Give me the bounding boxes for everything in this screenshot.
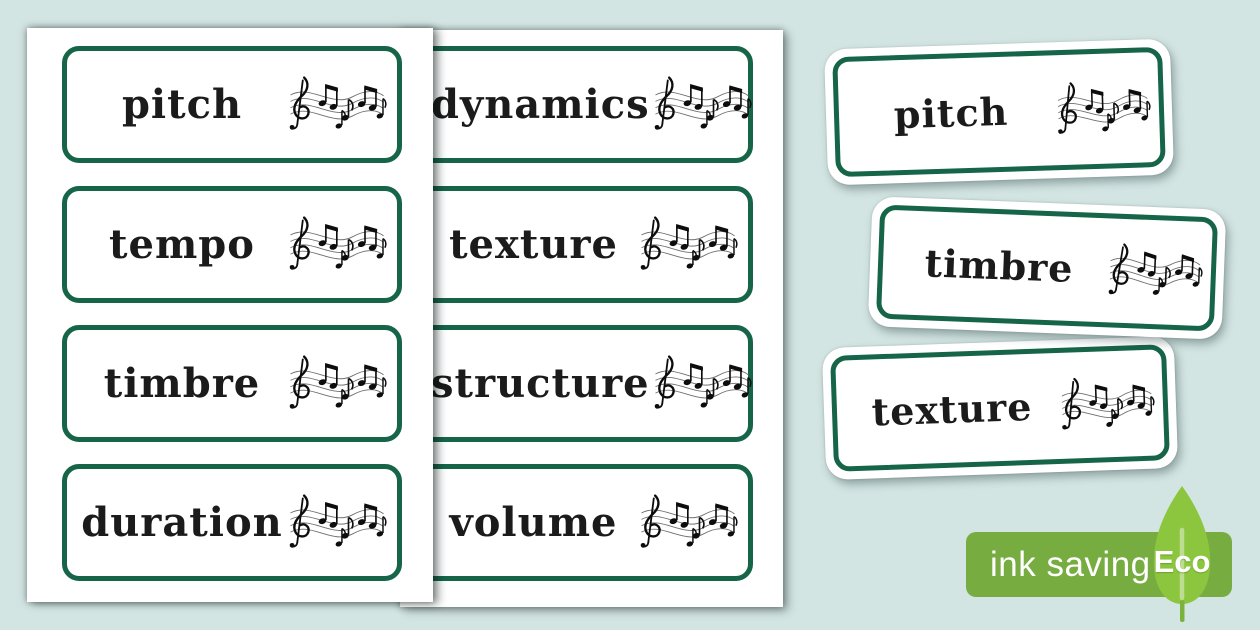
- music-notes-icon: [650, 72, 754, 138]
- word-card-label: timbre: [103, 359, 261, 407]
- music-notes-icon: [1052, 76, 1154, 141]
- music-notes-icon: [650, 351, 754, 417]
- eco-leaf-icon: [1153, 486, 1211, 622]
- music-notes-icon: [1104, 239, 1206, 305]
- page-left: pitch tempo timbre duration: [27, 28, 433, 602]
- page-right: dynamics texture structure volume: [400, 30, 783, 607]
- word-card-label: texture: [870, 383, 1034, 435]
- word-card-label: volume: [449, 498, 618, 546]
- word-card-structure: structure: [414, 325, 753, 442]
- word-card-timbre: timbre: [62, 325, 402, 442]
- word-card-texture: texture: [414, 186, 753, 303]
- eco-label: Eco: [1153, 544, 1211, 579]
- word-card-label: texture: [449, 220, 618, 268]
- music-notes-icon: [636, 212, 740, 278]
- word-card-label: pitch: [121, 80, 243, 128]
- word-card-label: timbre: [923, 240, 1075, 292]
- word-card-label: dynamics: [431, 80, 650, 128]
- music-notes-icon: [636, 490, 740, 556]
- ink-saving-eco-badge: ink saving Eco: [958, 484, 1250, 630]
- loose-word-card-timbre: timbre: [867, 196, 1227, 340]
- word-card-label: tempo: [109, 220, 255, 268]
- music-notes-icon: [285, 212, 389, 278]
- word-card-duration: duration: [62, 464, 402, 581]
- loose-word-card-texture: texture: [821, 335, 1179, 481]
- word-card-label: pitch: [893, 88, 1009, 138]
- word-card-volume: volume: [414, 464, 753, 581]
- word-card-label: duration: [81, 498, 283, 546]
- word-card-tempo: tempo: [62, 186, 402, 303]
- music-notes-icon: [285, 351, 389, 417]
- music-notes-icon: [1056, 372, 1158, 437]
- ink-saving-label: ink saving: [990, 544, 1151, 584]
- music-notes-icon: [285, 72, 389, 138]
- loose-word-card-pitch: pitch: [823, 38, 1175, 186]
- music-notes-icon: [285, 490, 389, 556]
- word-card-pitch: pitch: [62, 46, 402, 163]
- word-card-dynamics: dynamics: [414, 46, 753, 163]
- word-card-label: structure: [431, 359, 650, 407]
